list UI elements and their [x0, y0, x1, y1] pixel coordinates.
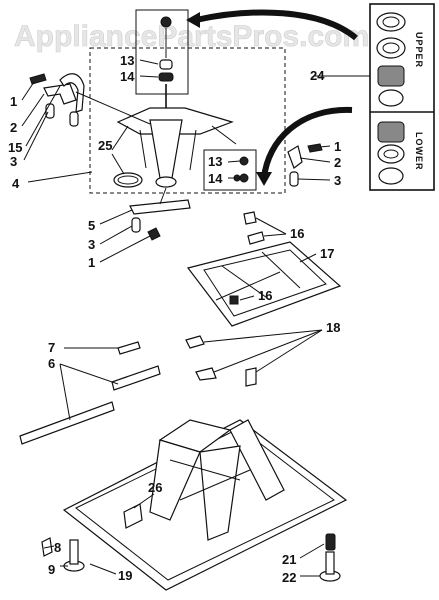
assembly-outline-box	[89, 47, 286, 194]
callout-18: 18	[326, 320, 340, 335]
clip-18-b	[195, 367, 217, 381]
post-foot	[155, 176, 177, 188]
watermark-text: AppliancePartsPros.com	[14, 20, 369, 53]
callout-25: 25	[98, 138, 112, 153]
leader-lines	[21, 59, 370, 577]
callout-5: 5	[88, 218, 95, 233]
callout-16-mid: 16	[258, 288, 272, 303]
callout-1-lower: 1	[88, 255, 95, 270]
lower-washer	[378, 167, 404, 185]
part-14-mid	[239, 173, 249, 183]
part-14-top	[158, 72, 174, 82]
kit-upper-label: UPPER	[414, 32, 424, 68]
bracket-26	[123, 503, 143, 529]
upper-bearing-1	[376, 12, 406, 32]
clips-18-group	[185, 335, 257, 387]
bracket-2-right	[287, 145, 303, 169]
screw-1-right	[307, 143, 323, 153]
callout-26: 26	[148, 480, 162, 495]
rail-6-upper	[111, 365, 161, 391]
callout-1-left: 1	[10, 94, 17, 109]
callout-2-left: 2	[10, 120, 17, 135]
callout-9: 9	[48, 562, 55, 577]
part-21	[325, 533, 336, 551]
callout-2-right: 2	[334, 155, 341, 170]
spring-3-right	[289, 171, 299, 187]
lower-left-hardware-group	[129, 187, 191, 241]
top-cap-part	[160, 16, 172, 28]
frame-17	[186, 241, 342, 327]
kit-outline	[369, 3, 435, 191]
right-hardware-group	[287, 143, 323, 187]
mid-inset-box	[203, 149, 257, 191]
ring-25-part	[113, 172, 143, 188]
callout-7: 7	[48, 340, 55, 355]
leg-right	[229, 419, 285, 501]
screw-1-lower	[147, 227, 161, 241]
leg-bolt-left	[69, 539, 79, 565]
callout-16-top: 16	[290, 226, 304, 241]
leg-front	[199, 445, 241, 541]
rail-6-lower	[19, 401, 115, 445]
upper-bearing-3	[377, 65, 405, 87]
part-13-top	[159, 59, 173, 70]
center-post	[149, 119, 183, 179]
callout-1-right: 1	[334, 139, 341, 154]
clip-18-c	[245, 367, 257, 387]
callout-numbers: 1 2 15 3 4 25 13 14 24 13 14 1 2 3 5 3 1…	[8, 53, 341, 585]
clip-16-a	[243, 211, 257, 225]
callout-4: 4	[12, 176, 20, 191]
callout-3-left: 3	[10, 154, 17, 169]
callout-3-lower: 3	[88, 237, 95, 252]
kit-24-box: UPPER LOWER	[186, 3, 435, 191]
callout-13-top: 13	[120, 53, 134, 68]
callout-19: 19	[118, 568, 132, 583]
callout-17: 17	[320, 246, 334, 261]
bracket-5	[129, 199, 191, 215]
callout-14-top: 14	[120, 69, 135, 84]
upper-washer	[378, 89, 404, 107]
screw-1-left	[29, 73, 47, 85]
clip-18-a	[185, 335, 205, 349]
suspension-assembly-group	[89, 9, 286, 194]
leg-left	[149, 439, 201, 521]
callout-22: 22	[282, 570, 296, 585]
bracket-2-left	[43, 83, 77, 105]
frame-17-group	[186, 211, 342, 327]
arrow-to-upper	[195, 9, 358, 41]
callout-3-right: 3	[334, 173, 341, 188]
part-13-mid	[239, 156, 249, 166]
callout-15: 15	[8, 140, 22, 155]
part-7	[117, 341, 141, 355]
lower-bearing-1	[377, 121, 405, 143]
clip-16-c	[229, 295, 239, 305]
spring-3-lower	[131, 217, 141, 233]
kit-lower-label: LOWER	[414, 132, 424, 171]
top-inset-box	[135, 9, 189, 95]
callout-21: 21	[282, 552, 296, 567]
callout-14-mid: 14	[208, 171, 223, 186]
lower-bearing-2	[377, 144, 405, 164]
callout-8: 8	[54, 540, 61, 555]
base-frame-19	[62, 419, 348, 591]
callout-6: 6	[48, 356, 55, 371]
arrow-to-lower	[261, 106, 353, 179]
callout-24: 24	[310, 68, 325, 83]
clip-16-b	[247, 231, 265, 245]
spring-3-left	[45, 103, 55, 119]
left-hardware-group	[29, 73, 151, 127]
callout-13-mid: 13	[208, 154, 222, 169]
upper-bearing-2	[376, 37, 406, 59]
